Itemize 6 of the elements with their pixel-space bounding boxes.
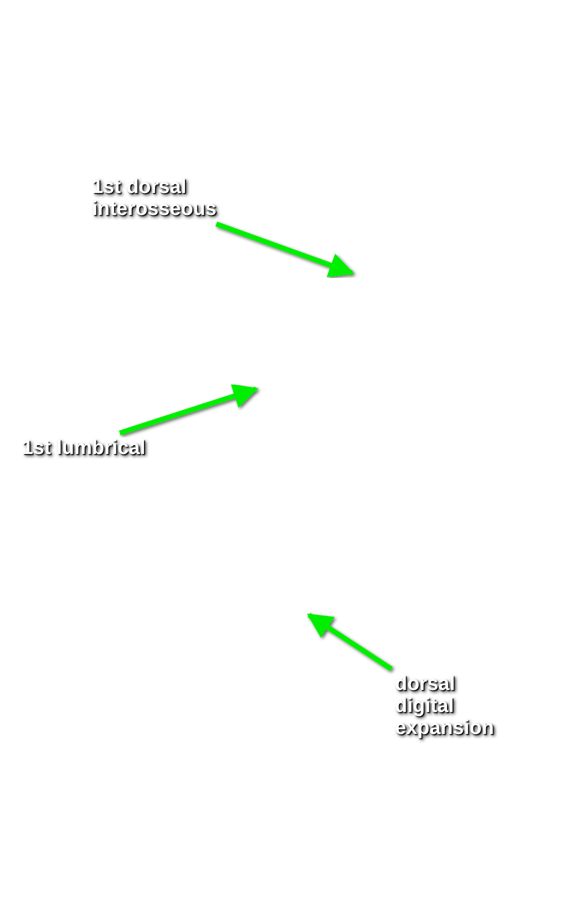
leader-arrow <box>215 222 354 278</box>
label-text: dorsal digital expansion <box>395 673 494 739</box>
leader-arrow <box>306 612 393 672</box>
label-text: 1st dorsal interosseous <box>92 176 216 220</box>
label-text: 1st lumbrical <box>22 437 146 459</box>
leader-arrow <box>119 384 258 436</box>
